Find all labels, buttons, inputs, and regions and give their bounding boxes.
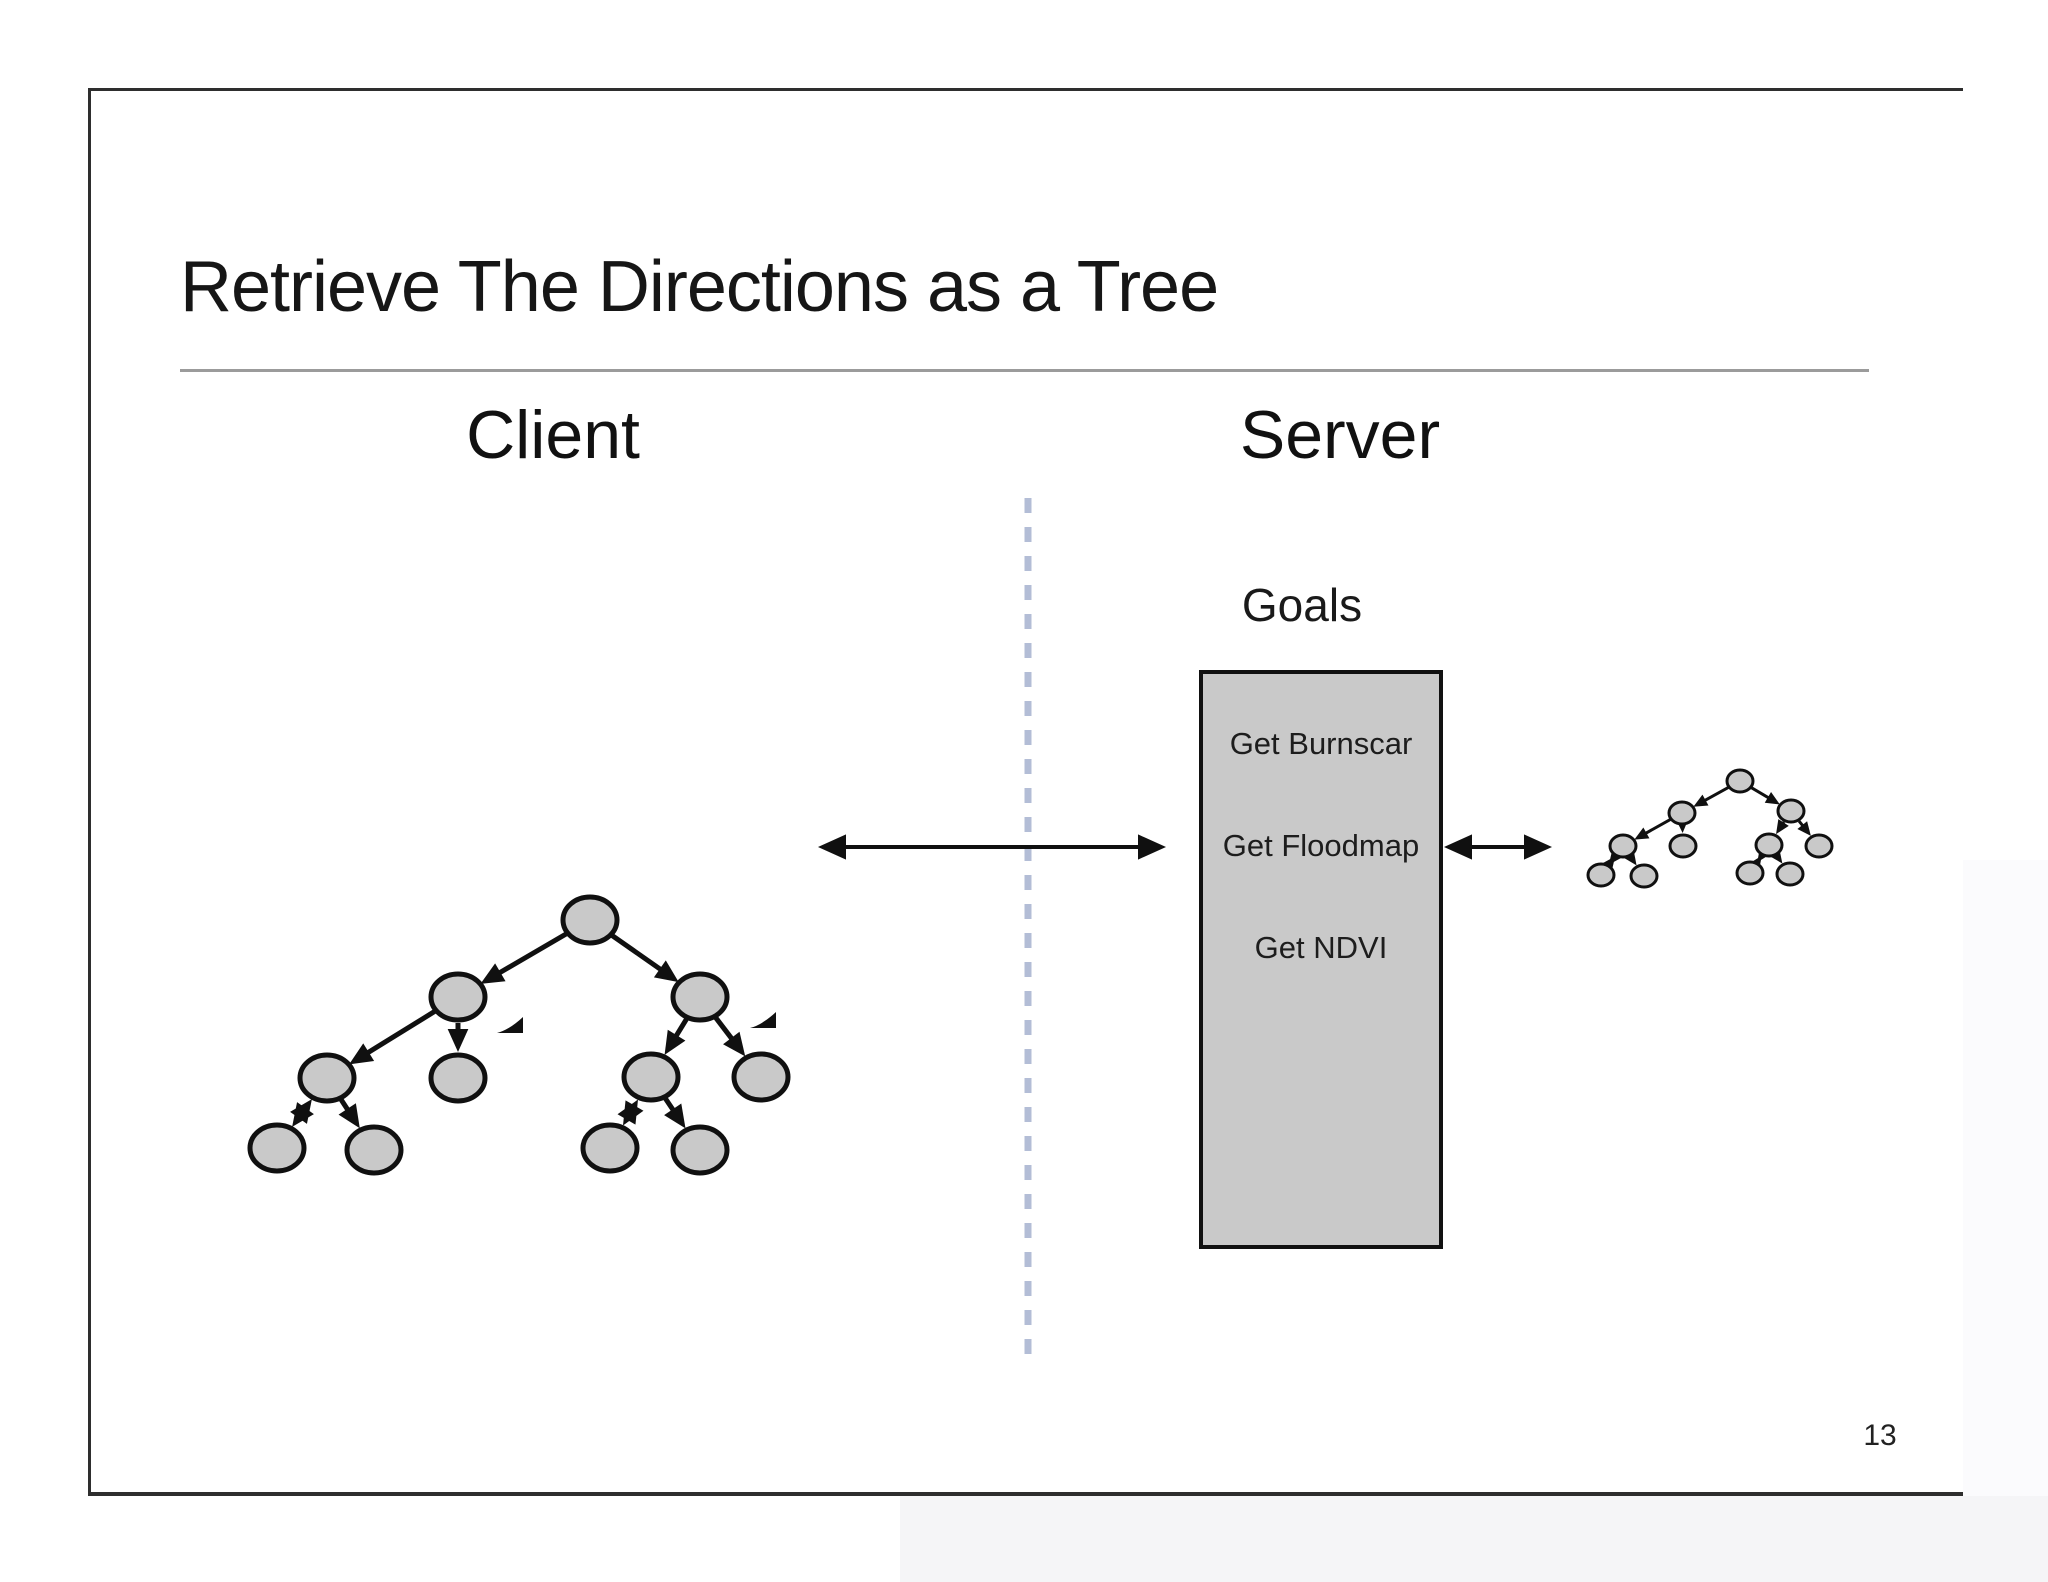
slide-frame xyxy=(88,88,1963,1496)
goals-box xyxy=(1199,670,1443,1249)
title-underline xyxy=(180,369,1869,372)
goal-item-ndvi: Get NDVI xyxy=(1254,930,1388,965)
background-shade-right xyxy=(1963,860,2048,1582)
slide-title: Retrieve The Directions as a Tree xyxy=(180,247,1219,327)
page-number: 13 xyxy=(1863,1419,1897,1452)
goals-label: Goals xyxy=(1241,579,1363,631)
goal-item-burnscar: Get Burnscar xyxy=(1229,726,1413,761)
server-heading: Server xyxy=(1239,397,1441,473)
client-heading: Client xyxy=(466,397,640,473)
goal-item-floodmap: Get Floodmap xyxy=(1222,828,1420,863)
background-shade-bottom xyxy=(900,1496,2048,1582)
